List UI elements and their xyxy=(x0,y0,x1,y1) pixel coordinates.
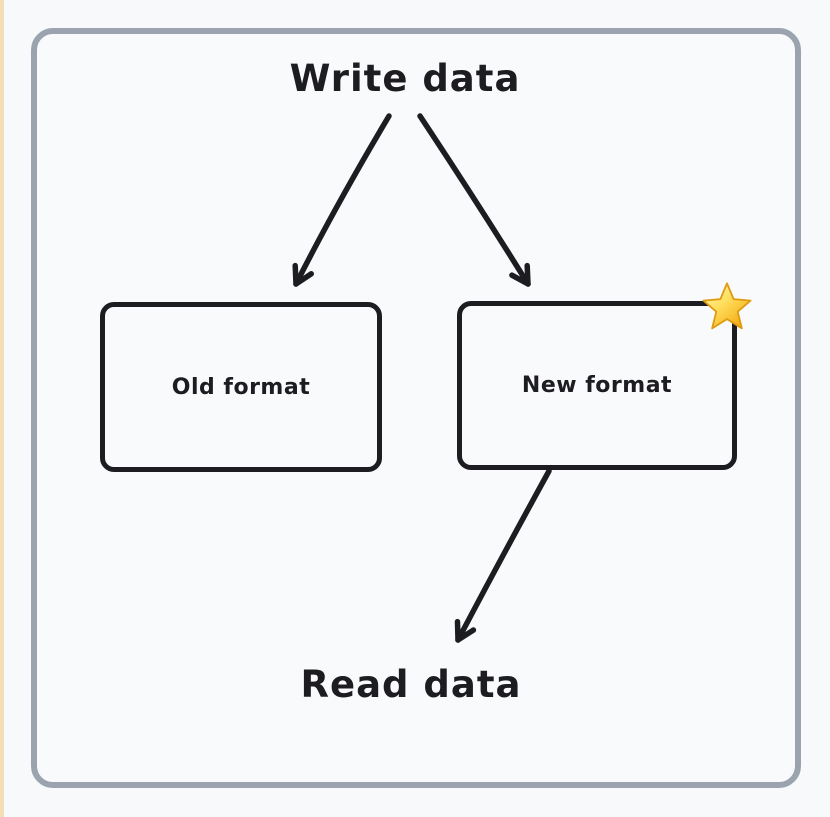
box-old-format: Old format xyxy=(100,302,382,472)
star-icon xyxy=(702,282,752,330)
box-old-format-label: Old format xyxy=(171,374,311,400)
diagram-footer: Read data xyxy=(300,663,522,706)
box-new-format: New format xyxy=(457,301,737,470)
left-edge-strip xyxy=(0,0,4,817)
diagram-title: Write data xyxy=(289,57,521,100)
box-new-format-label: New format xyxy=(521,373,673,398)
